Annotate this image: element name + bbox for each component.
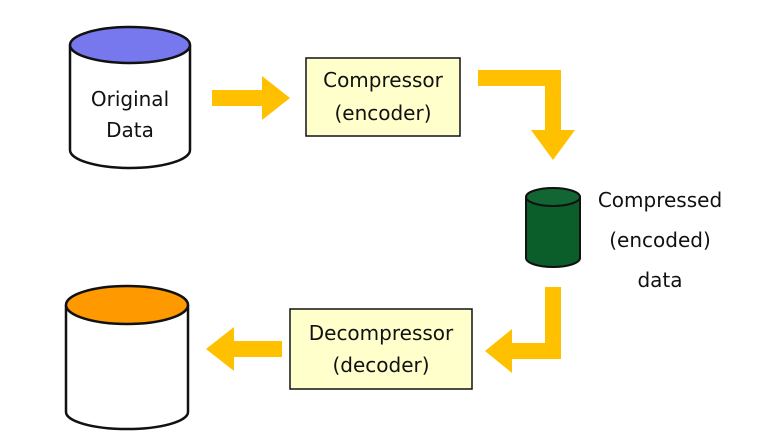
compressed-data-cylinder [525, 187, 581, 268]
arrow-to-decompressor [485, 287, 561, 373]
arrow-to-compressed-data [478, 70, 575, 160]
compressor-label-line1: Compressor [323, 68, 444, 92]
compressed-data-body [525, 197, 581, 268]
compressed-data-label-line1: Compressed [598, 188, 722, 212]
compressor-box: Compressor (encoder) [305, 57, 461, 137]
original-data-cylinder: Original Data [68, 25, 192, 170]
original-data-label-line2: Data [106, 118, 154, 142]
arrow-to-compressor [212, 76, 290, 120]
original-data-top [68, 25, 192, 65]
decompressor-label-line2: (decoder) [332, 353, 429, 377]
compressed-data-top [525, 187, 581, 207]
original-data-body [68, 45, 192, 170]
arrow-to-restored-data [206, 327, 282, 371]
compressor-rect [305, 57, 461, 137]
compressed-data-label-line3: data [637, 268, 682, 292]
decompressor-label-line1: Decompressor [309, 321, 454, 345]
restored-data-cylinder [64, 284, 190, 431]
original-data-label-line1: Original [91, 87, 169, 111]
decompressor-box: Decompressor (decoder) [289, 308, 473, 390]
restored-data-body [64, 305, 190, 431]
decompressor-rect [289, 308, 473, 390]
compressed-data-label-line2: (encoded) [609, 228, 711, 252]
restored-data-top [64, 284, 190, 326]
compressor-label-line2: (encoder) [334, 101, 431, 125]
